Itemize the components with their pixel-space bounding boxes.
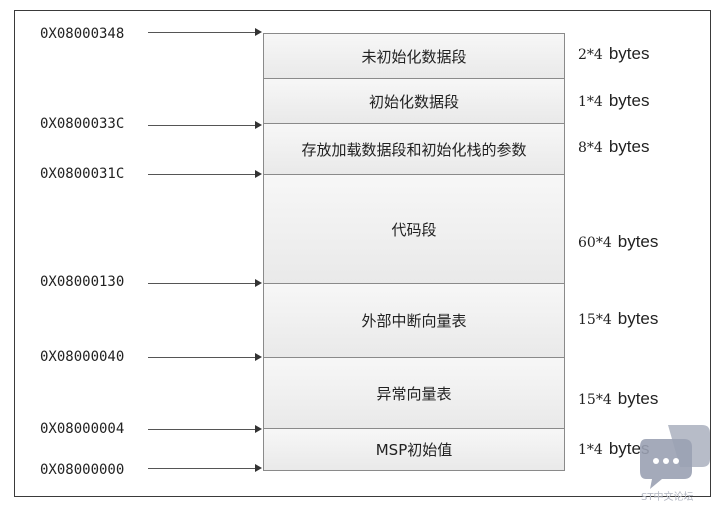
size-count: 15*4 xyxy=(578,312,612,328)
address-arrow xyxy=(148,170,262,178)
segment-label: 存放加载数据段和初始化栈的参数 xyxy=(301,140,527,159)
memory-segment: 代码段 xyxy=(263,174,565,284)
size-unit: bytes xyxy=(608,91,650,110)
memory-segment: 初始化数据段 xyxy=(263,78,565,124)
segment-size: 15*4 bytes xyxy=(578,389,658,409)
address-label: 0X0800033C xyxy=(40,116,125,132)
size-unit: bytes xyxy=(617,389,659,408)
address-arrow xyxy=(148,464,262,472)
address-arrow xyxy=(148,121,262,129)
size-unit: bytes xyxy=(617,232,659,251)
address-arrow xyxy=(148,279,262,287)
address-label: 0X0800031C xyxy=(40,166,125,182)
watermark-text: ST中文论坛 xyxy=(641,492,694,503)
memory-segment: 异常向量表 xyxy=(263,357,565,429)
chat-bubble-icon xyxy=(640,425,710,489)
size-count: 2*4 xyxy=(578,47,603,63)
segment-label: 代码段 xyxy=(391,220,437,239)
segment-label: 外部中断向量表 xyxy=(361,312,467,330)
size-count: 1*4 xyxy=(578,442,603,458)
segment-size: 8*4 bytes xyxy=(578,137,649,157)
address-arrow xyxy=(148,28,262,36)
address-arrow xyxy=(148,353,262,361)
size-count: 1*4 xyxy=(578,94,603,110)
size-unit: bytes xyxy=(608,44,650,63)
address-label: 0X08000040 xyxy=(40,349,125,365)
address-label: 0X08000130 xyxy=(40,274,125,290)
segment-label: 异常向量表 xyxy=(376,384,452,403)
segment-size: 15*4 bytes xyxy=(578,309,658,329)
size-count: 15*4 xyxy=(578,392,612,408)
segment-label: 初始化数据段 xyxy=(368,92,459,111)
segment-label: 未初始化数据段 xyxy=(361,47,467,66)
size-count: 60*4 xyxy=(578,235,612,251)
memory-segment: 未初始化数据段 xyxy=(263,33,565,79)
segment-size: 1*4 bytes xyxy=(578,91,649,111)
segment-label: MSP初始值 xyxy=(375,441,453,459)
size-count: 8*4 xyxy=(578,140,603,156)
size-unit: bytes xyxy=(608,137,650,156)
address-arrow xyxy=(148,425,262,433)
size-unit: bytes xyxy=(617,309,659,328)
memory-segment: 外部中断向量表 xyxy=(263,283,565,358)
address-label: 0X08000004 xyxy=(40,421,125,437)
memory-segment: MSP初始值 xyxy=(263,428,565,471)
segment-size: 60*4 bytes xyxy=(578,232,658,252)
segment-size: 2*4 bytes xyxy=(578,44,649,64)
memory-segment: 存放加载数据段和初始化栈的参数 xyxy=(263,123,565,175)
segment-size: 1*4 bytes xyxy=(578,439,649,459)
address-label: 0X08000000 xyxy=(40,462,125,478)
address-label: 0X08000348 xyxy=(40,26,125,42)
size-unit: bytes xyxy=(608,439,650,458)
